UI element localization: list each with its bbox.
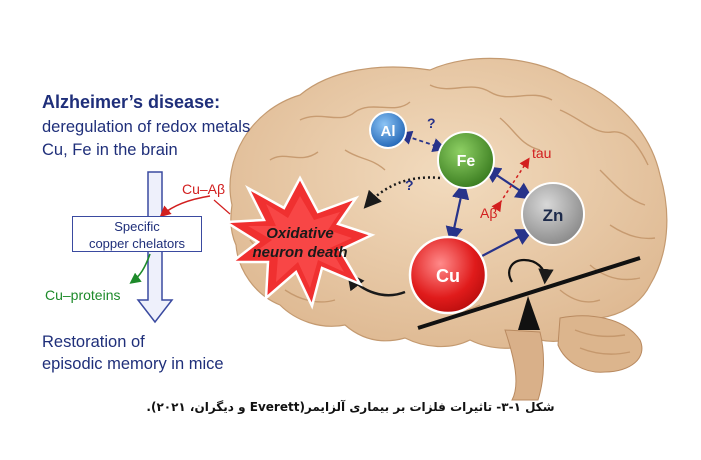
metal-ion-al: Al [369,111,407,149]
fe-cu-arrow [445,181,470,245]
chelators-line2: copper chelators [88,236,186,251]
cu-proteins-label: Cu–proteins [45,287,121,303]
tau-abeta-arrow [491,157,530,213]
oxidative-burst: Oxidative neuron death [221,175,376,310]
metal-ion-cu: Cu [408,235,488,315]
abeta-label: Aβ [480,205,497,221]
burst-label-line2: neuron death [252,244,347,261]
al-label: Al [381,123,396,140]
burst-connector [213,199,231,215]
metal-ion-zn: Zn [521,182,585,246]
seesaw-beam [417,256,641,330]
fe-burst-dotted-arrow [363,176,441,209]
seesaw-fulcrum [518,296,540,330]
cu-proteins-arrow [129,253,151,284]
cu-zn-arrow [481,228,534,257]
al-fe-arrow [397,130,448,152]
metal-ion-fe: Fe [437,131,495,189]
restoration-line2: episodic memory in mice [42,355,224,373]
tilt-arrow [508,258,554,285]
restoration-line1: Restoration of [42,333,145,351]
tau-label: tau [532,145,551,161]
zn-label: Zn [543,206,564,225]
subtitle-line1: deregulation of redox metals [42,118,251,136]
cu-abeta-arrow [159,195,211,218]
cu-abeta-label: Cu–Aβ [182,181,226,197]
metal-interactions [346,130,534,297]
question-mark-1: ? [427,115,436,131]
fe-label: Fe [457,153,476,170]
chelators-line1: Specific [114,219,160,234]
figure-caption: شکل ۱-۳- تاثیرات فلزات بر بیماری آلزایمر… [146,400,555,414]
copper-chelators-box: Specific copper chelators [72,216,202,252]
cu-label: Cu [436,266,460,286]
burst-label-line1: Oxidative [266,225,334,242]
question-mark-2: ? [405,177,414,193]
subtitle-line2: Cu, Fe in the brain [42,141,178,159]
diagram-title: Alzheimer’s disease: [42,92,221,112]
seesaw [417,256,641,330]
